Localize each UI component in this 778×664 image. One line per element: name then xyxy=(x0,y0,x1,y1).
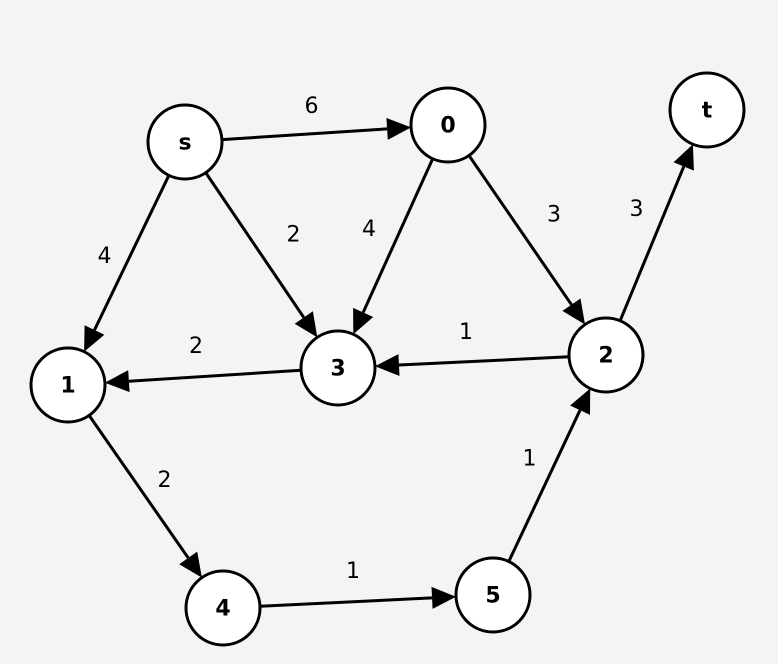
edge-capacity-label: 1 xyxy=(459,320,473,345)
edge-capacity-label: 2 xyxy=(189,334,203,359)
arrowhead-icon xyxy=(84,325,105,352)
edge-capacity-label: 2 xyxy=(287,223,301,248)
edge-capacity-label: 4 xyxy=(362,217,376,242)
node-1: 1 xyxy=(29,346,107,424)
edge-0-to-2: 3 xyxy=(467,154,585,325)
edge-s-to-1: 4 xyxy=(84,174,171,352)
node-circle xyxy=(29,346,107,424)
node-t: t xyxy=(668,71,746,149)
node-circle xyxy=(146,103,224,181)
arrowhead-icon xyxy=(179,551,202,578)
edge-line xyxy=(398,355,570,367)
arrowhead-icon xyxy=(562,298,585,325)
node-circle xyxy=(184,569,262,647)
edge-s-to-3: 2 xyxy=(204,171,318,338)
node-circle xyxy=(299,329,377,407)
node-label: 0 xyxy=(440,114,455,139)
edge-line xyxy=(259,596,433,608)
edge-4-to-5: 1 xyxy=(259,559,456,609)
node-circle xyxy=(668,71,746,149)
edge-s-to-0: 6 xyxy=(221,94,412,142)
edges-layer: 6 4 2 4 3 3 1 2 2 1 1 xyxy=(84,94,694,609)
edge-line xyxy=(618,165,686,322)
node-2: 2 xyxy=(567,316,645,394)
edge-capacity-label: 3 xyxy=(630,197,644,222)
node-label: 3 xyxy=(330,357,345,382)
node-5: 5 xyxy=(454,556,532,634)
edge-line xyxy=(221,127,388,142)
arrowhead-icon xyxy=(375,354,400,376)
edge-capacity-label: 1 xyxy=(523,447,537,472)
arrowhead-icon xyxy=(570,388,591,415)
node-label: 1 xyxy=(60,374,75,399)
edge-0-to-3: 4 xyxy=(353,158,435,335)
arrowhead-icon xyxy=(104,370,130,393)
edge-5-to-2: 1 xyxy=(507,388,591,563)
edge-line xyxy=(507,409,582,563)
node-label: s xyxy=(178,131,191,156)
arrowhead-icon xyxy=(294,311,318,338)
node-label: 2 xyxy=(598,344,613,369)
nodes-layer: s 0 t 1 3 2 4 5 xyxy=(29,71,746,647)
edge-line xyxy=(204,171,306,319)
edge-3-to-1: 2 xyxy=(104,334,302,393)
edge-line xyxy=(93,174,171,331)
edge-capacity-label: 3 xyxy=(547,203,561,228)
edge-capacity-label: 6 xyxy=(305,94,319,119)
node-circle xyxy=(567,316,645,394)
node-label: 4 xyxy=(215,597,230,622)
edge-capacity-label: 1 xyxy=(346,559,360,584)
edge-capacity-label: 2 xyxy=(158,468,172,493)
node-s: s xyxy=(146,103,224,181)
edge-line xyxy=(361,158,435,314)
node-3: 3 xyxy=(299,329,377,407)
node-circle xyxy=(409,86,487,164)
node-4: 4 xyxy=(184,569,262,647)
edge-capacity-label: 4 xyxy=(98,244,112,269)
node-label: 5 xyxy=(485,584,500,609)
node-0: 0 xyxy=(409,86,487,164)
arrowhead-icon xyxy=(386,118,412,140)
node-circle xyxy=(454,556,532,634)
arrowhead-icon xyxy=(673,144,694,171)
edge-line xyxy=(128,368,302,383)
edge-2-to-3: 1 xyxy=(375,320,570,376)
edge-line xyxy=(87,414,190,559)
edge-1-to-4: 2 xyxy=(87,414,202,578)
node-label: t xyxy=(702,99,713,124)
arrowhead-icon xyxy=(353,307,374,335)
edge-2-to-t: 3 xyxy=(618,144,694,322)
edge-line xyxy=(467,154,573,306)
arrowhead-icon xyxy=(431,586,456,609)
